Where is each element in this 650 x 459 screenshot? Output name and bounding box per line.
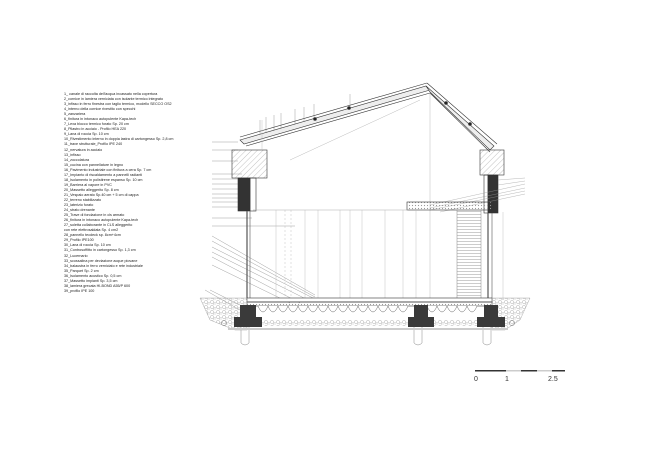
legend-item: 31_Controsoffitto in cartongesso Sp. 1,3…	[64, 248, 136, 253]
scale-label-0: 0	[474, 376, 478, 383]
legend-item: con rete elettrosaldata Sp. 4 cm2	[64, 228, 119, 233]
legend-item: 25_Trave di fondazione in cls armato	[64, 213, 125, 218]
legend-item: 21_Vespaio aerato Sp.40 cm + 5 cm di cap…	[64, 192, 139, 197]
piles	[240, 327, 492, 346]
foundations	[234, 305, 505, 327]
legend-item: 36_Isolamento acustico Sp. 0,5 cm	[64, 273, 122, 278]
scale-label-2-5: 2.5	[548, 376, 558, 383]
left-dormer	[231, 149, 268, 212]
legend: 1_ canale di raccolta dell'acqua incassa…	[64, 92, 244, 294]
legend-item: 2_cornice in lamiera verniciata con isol…	[64, 97, 163, 102]
legend-item: 26_finitura in intonaco autopulente Kapa…	[64, 218, 139, 223]
legend-item: 28_pannello tecdeck sp. 8cm+4cm	[64, 233, 121, 238]
legend-item: 30_Lana di roccia Sp. 10 cm	[64, 243, 111, 248]
legend-item: 19_Barriera al vapore in PVC	[64, 182, 112, 187]
roof	[239, 82, 498, 300]
leader-lines-left	[204, 141, 316, 311]
legend-item: 17_Impianto di riscaldamento a pannelli …	[64, 172, 143, 177]
vespaio-forms	[257, 305, 478, 313]
legend-item: 27_soletta collaborante in CLS alleggeri…	[64, 223, 133, 228]
legend-item: 39_profilo IPE 100	[64, 288, 95, 293]
ground-floor-slab	[246, 297, 493, 307]
walls	[246, 209, 493, 300]
legend-item: 20_Massetto alleggerito Sp. 8 cm	[64, 187, 119, 192]
legend-item: 12_nervatura in acciaio	[64, 147, 103, 152]
legend-item: 37_Massetto impianti Sp. 3,5 cm	[64, 278, 118, 283]
legend-item: 6_finitura in intonaco autopulente Kapa-…	[64, 117, 137, 122]
legend-item: 35_Parquet Sp. 2 cm	[64, 268, 99, 273]
legend-item: 4_interno della cornice rivestito con sp…	[64, 107, 136, 112]
legend-item: 11_trave strutturale_Profilo IPE 240	[64, 142, 123, 147]
legend-item: 23_laterizio forato	[64, 203, 94, 208]
legend-item: 14_zoccolatura	[64, 157, 90, 162]
legend-item: 1_ canale di raccolta dell'acqua incassa…	[64, 92, 158, 96]
interior-lines	[261, 120, 504, 300]
legend-item: 32_Lucernario	[64, 253, 88, 258]
legend-item: 13_infisso	[64, 152, 81, 157]
base-line	[228, 328, 508, 330]
staircase	[456, 209, 482, 301]
legend-item: 24_strato drenante	[64, 208, 95, 213]
legend-item: 22_terreno stabilizzato	[64, 197, 102, 202]
legend-item: 15_cucina con pannellature in legno	[64, 162, 124, 167]
legend-item: 7_Lexa blocco termico forato Sp. 20 cm	[64, 122, 129, 127]
scale-bar: 0 1 2.5	[470, 368, 565, 388]
scale-bar-graphic	[475, 370, 565, 372]
legend-item: 3_infisso in ferro finestra con taglio t…	[64, 102, 172, 107]
legend-item: 5_zanzariera	[64, 112, 86, 117]
right-dormer	[479, 149, 505, 214]
legend-item: 29_Profilo IPE100	[64, 238, 94, 243]
legend-item: 38_lamiera grecata HI-BOND A55/P 600	[64, 283, 131, 288]
mezzanine	[406, 201, 494, 211]
drain-pipes	[221, 320, 515, 326]
scale-label-1: 1	[505, 376, 509, 383]
legend-item: 34_balaustra in ferro verniciato e rete …	[64, 263, 143, 268]
legend-item: 9_Lana di roccia Sp. 10 cm	[64, 132, 109, 137]
legend-item: 8_Pilastro in acciaio - Profilo HEA 220	[64, 127, 127, 132]
legend-item: 16_Pavimento industriale con finitura a …	[64, 167, 152, 172]
legend-item: 33_scossalina per deviazione acque piova…	[64, 258, 138, 263]
legend-item: 10_Rivestimento interno in doppia lastra…	[64, 137, 174, 142]
legend-item: 18_Isolamento in polistirene espanso Sp.…	[64, 177, 143, 182]
